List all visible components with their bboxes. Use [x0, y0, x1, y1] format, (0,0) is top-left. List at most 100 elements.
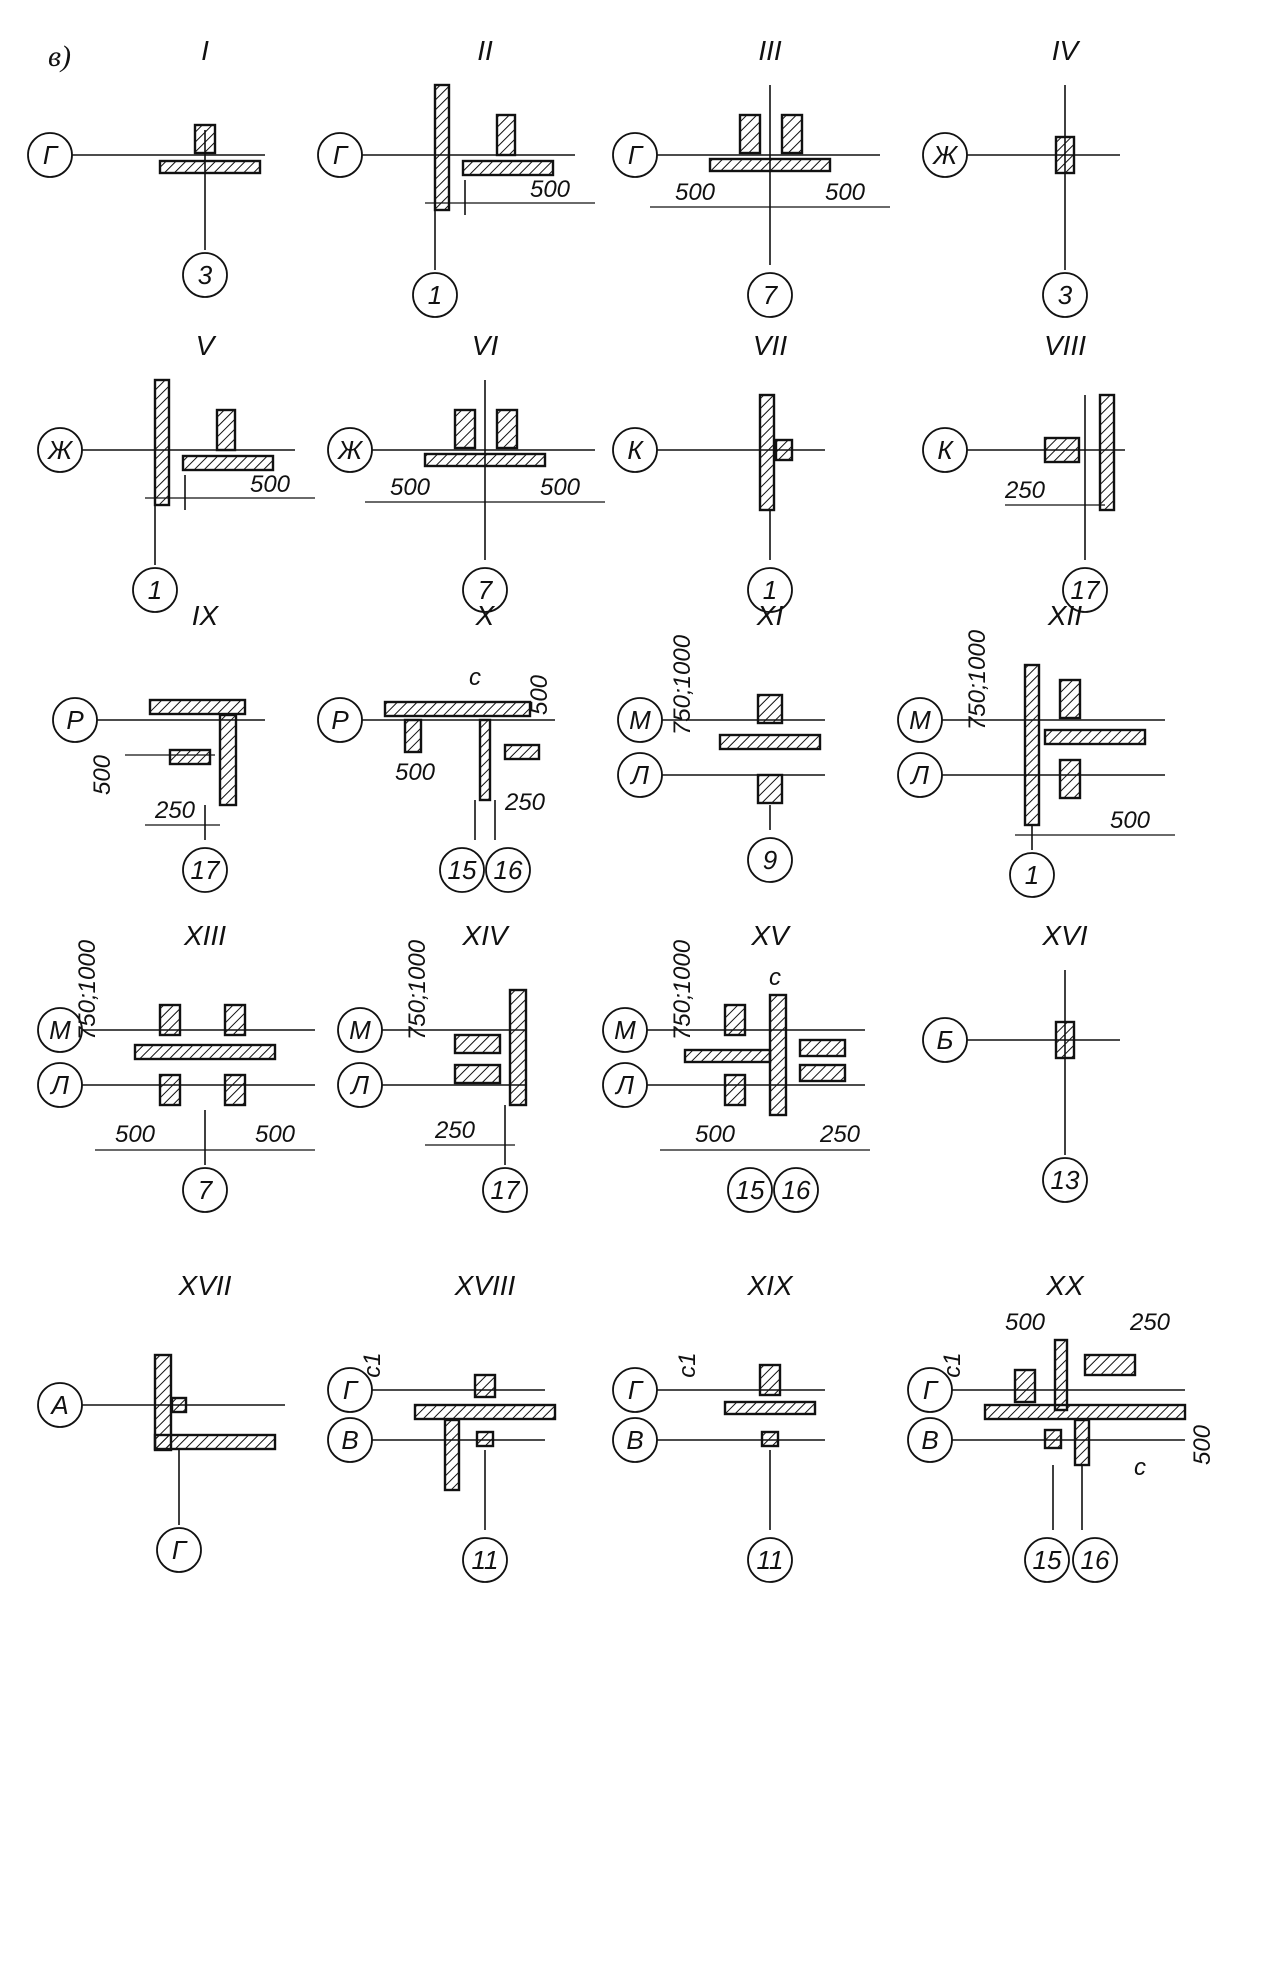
axis-bubble [1042, 272, 1088, 318]
axis-h2-label: Л [614, 1070, 634, 1100]
column [170, 1396, 188, 1414]
column-top [756, 693, 784, 725]
slab [983, 1403, 1187, 1421]
column-left [453, 408, 477, 450]
axis-h-label: М [629, 705, 651, 735]
axis-h-label: Р [66, 705, 84, 735]
sheet-label: в) [48, 40, 72, 73]
dimension-500: 500 [1110, 807, 1151, 834]
axis-h-label: М [49, 1015, 71, 1045]
axis-h-label: Ж [46, 435, 74, 465]
axis-h-label: Г [343, 1375, 359, 1405]
wall [758, 393, 776, 512]
axis-bubble [182, 252, 228, 298]
axis-bubble [462, 567, 508, 613]
axis-bubble [727, 1167, 773, 1213]
column-br [223, 1073, 247, 1107]
column [1043, 436, 1081, 464]
dimension-500-left: 500 [115, 1121, 156, 1148]
axis-bubble [1024, 1537, 1070, 1583]
detail-number: XIII [183, 920, 226, 951]
axis-v-label: 13 [1051, 1165, 1080, 1195]
slab [133, 1043, 277, 1061]
axis-v-label: Г [172, 1535, 188, 1565]
dimension-500-left: 500 [390, 474, 431, 501]
beam-top [798, 1038, 847, 1058]
slab [383, 700, 532, 718]
axis-h-label: М [614, 1015, 636, 1045]
axis-h-label: Г [923, 1375, 939, 1405]
slab [708, 157, 832, 173]
dimension-250: 250 [504, 789, 546, 816]
column-bottom [756, 773, 784, 805]
column [193, 123, 217, 155]
wall [1098, 393, 1116, 512]
axis-bubble [132, 567, 178, 613]
dimension-750-1000: 750;1000 [964, 629, 991, 730]
column-top [473, 1373, 497, 1399]
slab [461, 159, 555, 177]
axis-v1-label: 15 [448, 855, 477, 885]
detail-number: XVII [178, 1270, 232, 1301]
axis-h-label: Г [43, 140, 59, 170]
axis-v1-label: 15 [736, 1175, 765, 1205]
axis-h2-label: В [921, 1425, 938, 1455]
column [215, 408, 237, 452]
column-bottom [1058, 758, 1082, 800]
column [495, 113, 517, 157]
axis-bubble [1009, 852, 1055, 898]
slab [723, 1400, 817, 1416]
column-left [403, 718, 423, 754]
column-top [1058, 678, 1082, 720]
axis-bubble [747, 272, 793, 318]
axis-h-label: К [937, 435, 954, 465]
slab [413, 1403, 557, 1421]
dimension-500: 500 [530, 176, 571, 203]
axis-h2-label: В [626, 1425, 643, 1455]
axis-v-label: 17 [191, 855, 221, 885]
dimension-250-top: 250 [1129, 1309, 1171, 1336]
dimension-c1: c1 [674, 1352, 701, 1377]
beam-bottom [453, 1063, 502, 1085]
column-bottom [1043, 1428, 1063, 1450]
axis-v1-label: 15 [1033, 1545, 1062, 1575]
slab [718, 733, 822, 751]
column-top [723, 1003, 747, 1037]
dimension-500-vertical: 500 [1189, 1424, 1216, 1465]
wall [153, 378, 171, 507]
wall [1023, 663, 1041, 827]
axis-h-label: М [909, 705, 931, 735]
slab [181, 454, 275, 472]
axis-v-label: 3 [198, 260, 213, 290]
column-bottom [723, 1073, 747, 1107]
axis-bubble [482, 1167, 528, 1213]
axis-bubble [462, 1537, 508, 1583]
slab [1043, 728, 1147, 746]
dimension-500: 500 [695, 1121, 736, 1148]
axis-v-label: 7 [478, 575, 494, 605]
wall [768, 993, 788, 1117]
detail-number: XIX [746, 1270, 793, 1301]
axis-h-label: Г [628, 1375, 644, 1405]
dimension-500-vertical: 500 [526, 674, 553, 715]
axis-h-label: К [627, 435, 644, 465]
dimension-750-1000: 750;1000 [669, 939, 696, 1040]
detail-number: X [475, 600, 496, 631]
axis-h-label: Б [937, 1025, 954, 1055]
wall-upper [1053, 1338, 1069, 1412]
dimension-500-top: 500 [1005, 1309, 1046, 1336]
axis-v-label: 1 [1025, 860, 1039, 890]
column-bottom [475, 1430, 495, 1448]
axis-bubble [773, 1167, 819, 1213]
column-tr [223, 1003, 247, 1037]
dimension-750-1000: 750;1000 [404, 939, 431, 1040]
axis-bubble [1062, 567, 1108, 613]
